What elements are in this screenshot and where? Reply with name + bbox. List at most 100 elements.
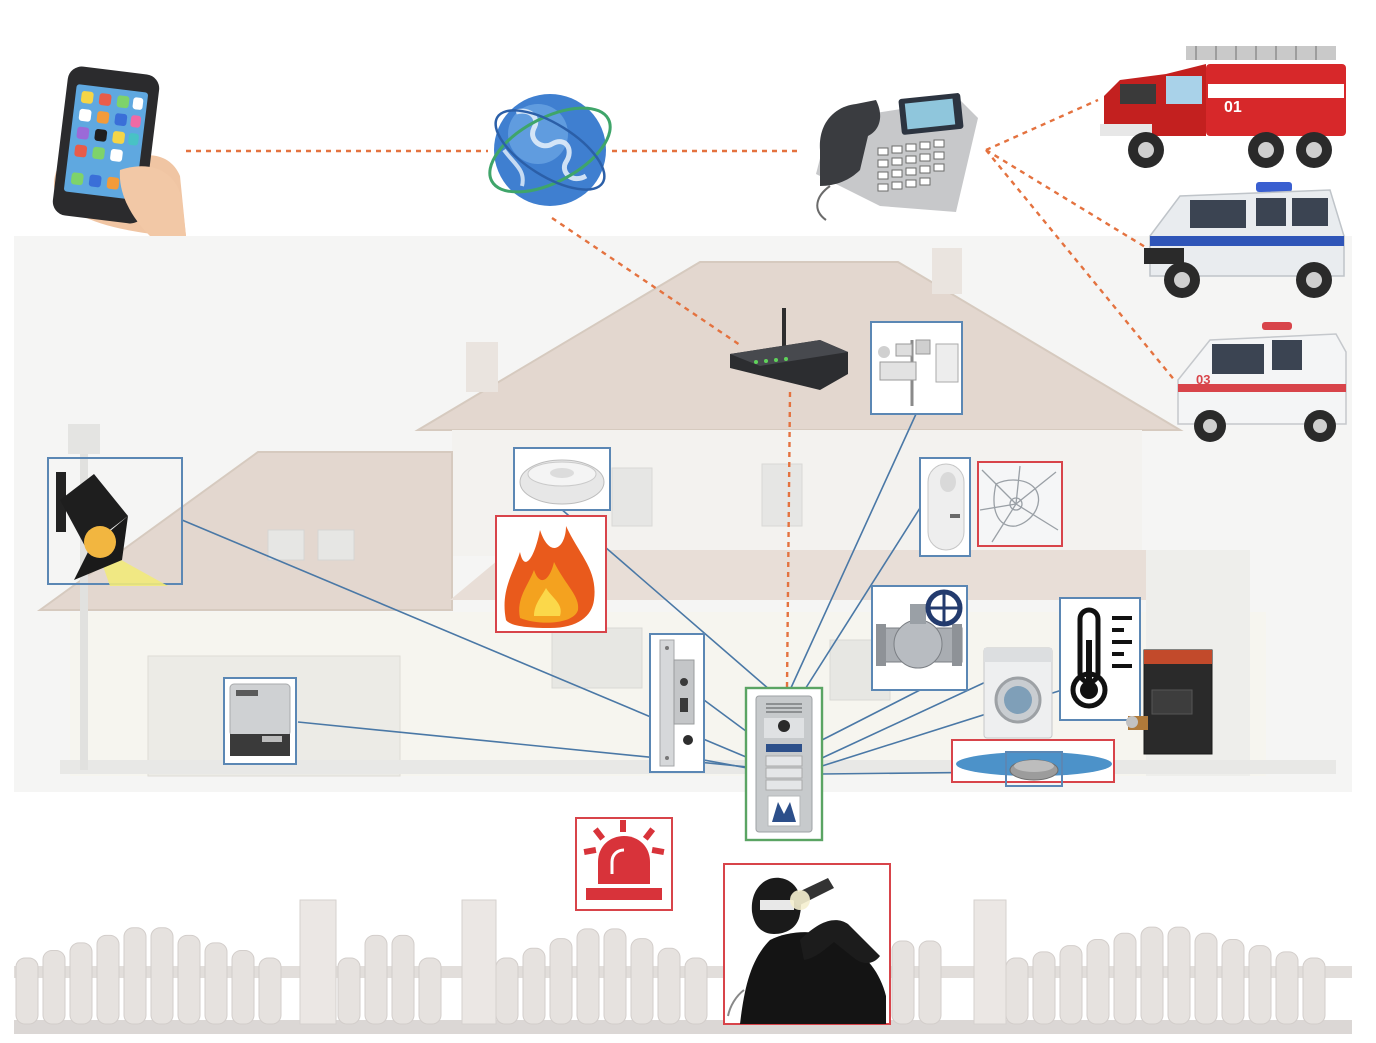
door-lock-box (649, 633, 705, 773)
fence-picket (337, 957, 361, 1025)
link-ball-valve (821, 689, 921, 741)
fence-picket (1302, 957, 1326, 1025)
police-light (1256, 182, 1292, 192)
upper-window-2 (761, 463, 803, 527)
fire-truck-label: 01 (1224, 99, 1242, 116)
fence-pillar (973, 899, 1007, 1025)
ball-valve-icon (876, 589, 963, 669)
smartphone-icon (52, 66, 186, 236)
fence-picket (150, 927, 174, 1025)
fire-icon (504, 526, 595, 628)
fence-picket (391, 934, 415, 1025)
ambulance-icon: 03 (1177, 322, 1347, 442)
police-grille (1144, 248, 1184, 264)
fence-picket (1167, 926, 1191, 1025)
fence-picket (15, 957, 39, 1025)
gate-motor-icon (229, 683, 291, 756)
police-car-icon (1144, 182, 1345, 298)
fence-picket (1140, 926, 1164, 1025)
phone-keypad (877, 139, 945, 192)
fence-picket (495, 957, 519, 1025)
smoke-detector-box (513, 447, 611, 511)
left-window-2 (317, 529, 355, 561)
fence-picket (42, 949, 66, 1025)
leak-sensor-inner-frame (1005, 751, 1063, 787)
glass-break-box (977, 461, 1063, 547)
router-icon (730, 308, 848, 390)
chimney-left (466, 342, 498, 392)
ambulance-windscreen (1212, 344, 1264, 374)
ball-valve-box (871, 585, 968, 691)
ground-window (551, 627, 643, 689)
fence-picket (522, 947, 546, 1025)
phone-cord (816, 185, 831, 221)
fence-picket (684, 957, 708, 1025)
fence-picket (1221, 938, 1245, 1025)
door-lock-icon (659, 639, 695, 767)
lamp-post (80, 440, 88, 770)
fence-picket (1248, 945, 1272, 1025)
phone-handset (819, 100, 881, 186)
intruder-icon (727, 877, 886, 1024)
fence-picket (177, 934, 201, 1025)
motion-sensor-box (919, 457, 971, 557)
intruder-box (723, 863, 891, 1025)
spotlight-icon (56, 472, 168, 586)
link-internet-router (551, 217, 741, 346)
weather-station-box (870, 321, 963, 415)
fence-picket (204, 942, 228, 1025)
desk-phone-icon (816, 93, 978, 221)
fence-picket (549, 938, 573, 1025)
middle-roof (450, 550, 1240, 600)
motion-sensor-icon (927, 463, 965, 551)
flashlight-glow (790, 890, 810, 910)
siren-icon (583, 820, 665, 900)
fence-picket (891, 940, 915, 1025)
fence-picket (418, 957, 442, 1025)
smoke-detector-icon (519, 459, 605, 505)
fence-picket (1059, 945, 1083, 1025)
spotlight-box (47, 457, 183, 586)
broken-glass-icon (979, 465, 1059, 543)
fence-picket (231, 949, 255, 1025)
fence-picket (630, 938, 654, 1025)
upper-window-1 (611, 467, 653, 527)
fence (14, 899, 1352, 1034)
thumb (119, 166, 186, 236)
fence-picket (258, 957, 282, 1025)
spotlight-lens (84, 526, 116, 558)
link-telephone-police (985, 148, 1161, 258)
globe-icon (488, 94, 612, 206)
fence-picket (1032, 951, 1056, 1025)
fence-picket (657, 947, 681, 1025)
chimney-right (932, 248, 962, 294)
fire-truck-icon: 01 (1100, 46, 1346, 168)
bumper (1100, 124, 1152, 136)
intercom-controller-icon (755, 695, 813, 833)
link-telephone-fire (985, 98, 1099, 152)
fence-picket (603, 928, 627, 1025)
fence-picket (96, 934, 120, 1025)
truck-body (1206, 64, 1346, 136)
lamp-head (68, 424, 100, 454)
fence-pillar (299, 899, 337, 1025)
white-stripe (1208, 84, 1344, 98)
weather-station-icon (878, 339, 959, 406)
fence-picket (1194, 932, 1218, 1025)
fence-picket (1275, 951, 1299, 1025)
fence-picket (1005, 957, 1029, 1025)
fence-pillar (461, 899, 497, 1025)
gate-drive-box (223, 677, 297, 765)
police-windscreen (1190, 200, 1246, 228)
grille (1120, 84, 1156, 104)
link-weather-station (789, 413, 917, 691)
glass-break-frame (977, 461, 1063, 547)
boiler-icon (1126, 649, 1213, 755)
app-grid (70, 91, 144, 190)
spotlight-body (60, 474, 128, 548)
phone-display (904, 98, 956, 130)
police-stripe (1150, 236, 1344, 246)
network-links (186, 98, 1177, 689)
